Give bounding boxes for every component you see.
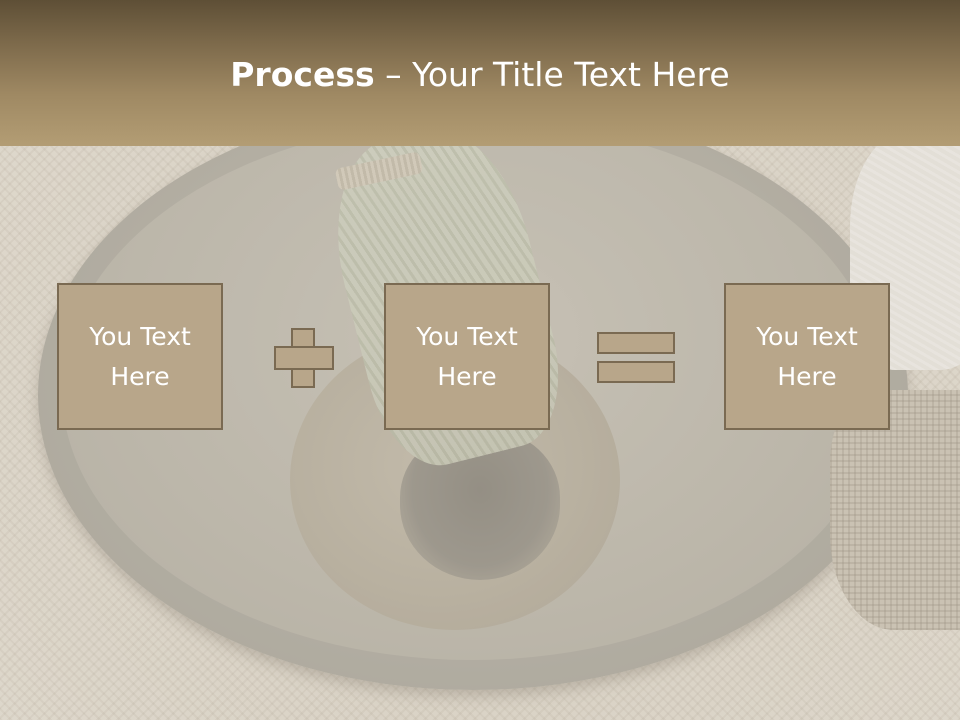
title-band: Process – Your Title Text Here bbox=[0, 0, 960, 146]
process-box-1-text: You Text Here bbox=[89, 321, 191, 391]
process-box-1[interactable]: You Text Here bbox=[57, 283, 223, 430]
process-box-3[interactable]: You Text Here bbox=[724, 283, 890, 430]
slide-title: Process – Your Title Text Here bbox=[0, 53, 960, 97]
equals-icon-bottom-bar bbox=[597, 361, 675, 383]
equals-icon-top-bar bbox=[597, 332, 675, 354]
background-cloth bbox=[830, 390, 960, 630]
title-bold: Process bbox=[230, 55, 375, 94]
title-rest: – Your Title Text Here bbox=[374, 55, 730, 94]
process-box-2-text: You Text Here bbox=[416, 321, 518, 391]
plus-icon-center bbox=[293, 348, 313, 368]
process-box-3-text: You Text Here bbox=[756, 321, 858, 391]
process-box-2[interactable]: You Text Here bbox=[384, 283, 550, 430]
